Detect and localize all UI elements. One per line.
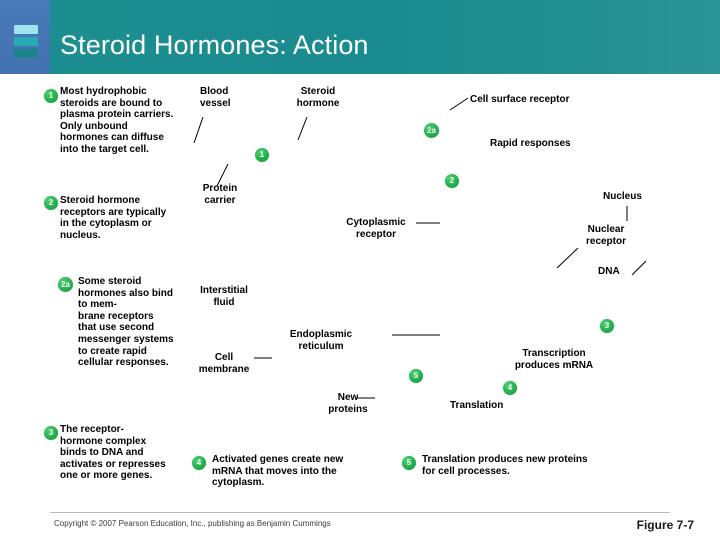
callout-text-2: Steroid hormone receptors are typically … — [60, 195, 167, 241]
badge-5-diagram: 5 — [409, 369, 423, 383]
label-interstitial-fluid: Interstitial fluid — [200, 285, 248, 308]
logo-panel — [0, 0, 50, 74]
logo-bar-middle — [14, 37, 38, 46]
logo-bar-top — [14, 25, 38, 34]
callout-badge-2a: 2a — [58, 277, 73, 292]
callout-text-2a: Some steroid hormones also bind to mem- … — [78, 276, 174, 369]
label-cell-membrane: Cell membrane — [198, 352, 250, 375]
label-protein-carrier: Protein carrier — [202, 183, 238, 206]
slide-header: Steroid Hormones: Action — [0, 0, 720, 74]
label-steroid-hormone: Steroid hormone — [296, 86, 340, 109]
badge-4-diagram: 4 — [503, 381, 517, 395]
label-blood-vessel: Blood vessel — [200, 86, 231, 109]
stacked-bars-icon — [14, 25, 38, 59]
callout-badge-1: 1 — [44, 89, 58, 103]
label-nuclear-receptor: Nuclear receptor — [585, 224, 626, 247]
label-new-proteins: New proteins — [328, 392, 368, 415]
label-cytoplasmic-receptor: Cytoplasmic receptor — [346, 217, 406, 240]
label-nucleus: Nucleus — [603, 191, 642, 202]
footer-divider — [50, 512, 670, 513]
callout-text-4: Activated genes create new mRNA that mov… — [212, 454, 344, 489]
label-rapid-responses: Rapid responses — [490, 138, 571, 149]
badge-1-diagram: 1 — [255, 148, 269, 162]
figure-number: Figure 7-7 — [636, 518, 694, 532]
label-transcription: Transcription produces mRNA — [514, 348, 594, 371]
callout-badge-2: 2 — [44, 196, 58, 210]
badge-2a-diagram: 2a — [424, 123, 439, 138]
label-endoplasmic-reticulum: Endoplasmic reticulum — [289, 329, 353, 352]
logo-bar-bottom — [14, 49, 38, 58]
page-title: Steroid Hormones: Action — [60, 30, 369, 60]
badge-2-diagram: 2 — [445, 174, 459, 188]
callout-text-3: The receptor- hormone complex binds to D… — [60, 424, 166, 482]
callout-badge-3: 3 — [44, 426, 58, 440]
callout-text-5: Translation produces new proteins for ce… — [422, 454, 588, 477]
label-dna: DNA — [598, 266, 620, 277]
callout-badge-5: 5 — [402, 456, 416, 470]
copyright-text: Copyright © 2007 Pearson Education, Inc.… — [54, 519, 331, 528]
badge-3-diagram: 3 — [600, 319, 614, 333]
callout-text-1: Most hydrophobic steroids are bound to p… — [60, 86, 174, 155]
label-translation: Translation — [450, 400, 504, 411]
label-cell-surface-receptor: Cell surface receptor — [470, 94, 570, 105]
callout-badge-4: 4 — [192, 456, 206, 470]
